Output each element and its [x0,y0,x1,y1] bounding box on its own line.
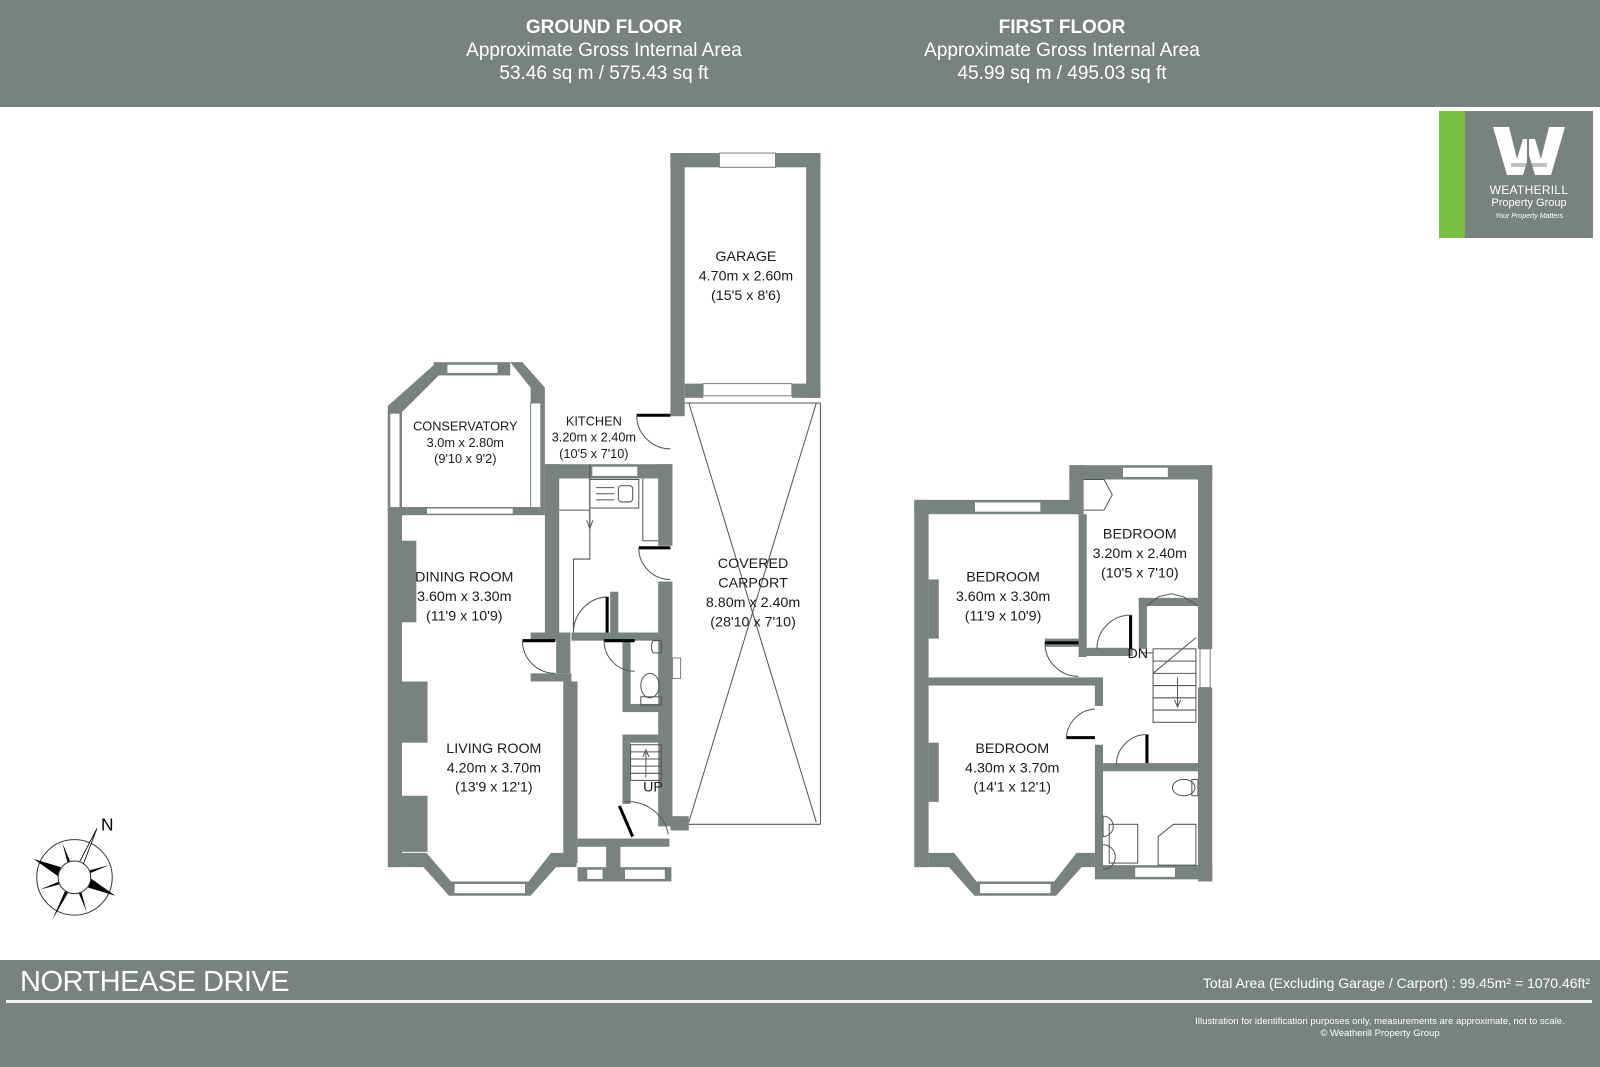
first-floor-labels: BEDROOM 3.20m x 2.40m (10'5 x 7'10) BEDR… [956,527,1187,796]
first-floor-summary: FIRST FLOOR Approximate Gross Internal A… [862,16,1262,85]
svg-text:3.60m x 3.30m: 3.60m x 3.30m [417,589,511,605]
bedroom-1-label: BEDROOM 4.30m x 3.70m (14'1 x 12'1) [965,741,1059,796]
first-floor-plan: BEDROOM 3.20m x 2.40m (10'5 x 7'10) BEDR… [914,465,1213,896]
svg-text:4.30m x 3.70m: 4.30m x 3.70m [965,760,1059,776]
svg-text:3.20m x 2.40m: 3.20m x 2.40m [1093,546,1187,562]
svg-text:(28'10 x 7'10): (28'10 x 7'10) [710,614,796,630]
svg-text:BEDROOM: BEDROOM [966,570,1040,586]
garage-walls [670,152,821,417]
svg-text:BEDROOM: BEDROOM [975,741,1049,757]
footer-band: NORTHEASE DRIVE Total Area (Excluding Ga… [0,960,1600,1067]
logo-w-skyline-icon [1493,127,1565,175]
stairs-down-label: DN [1127,646,1148,662]
ground-floor-area: 53.46 sq m / 575.43 sq ft [499,63,709,84]
svg-text:(9'10 x 9'2): (9'10 x 9'2) [434,451,496,466]
disclaimer: Illustration for identification purposes… [1170,1016,1590,1040]
footer-divider [6,1000,1592,1003]
svg-text:8.80m x 2.40m: 8.80m x 2.40m [706,595,800,611]
first-floor-doors [1044,614,1149,766]
bedroom-3-label: BEDROOM 3.20m x 2.40m (10'5 x 7'10) [1093,527,1187,582]
svg-text:CONSERVATORY: CONSERVATORY [413,419,518,434]
svg-text:4.20m x 3.70m: 4.20m x 3.70m [447,760,541,776]
ground-floor-summary: GROUND FLOOR Approximate Gross Internal … [404,16,804,85]
kitchen-label: KITCHEN 3.20m x 2.40m (10'5 x 7'10) [552,413,636,461]
dining-room-label: DINING ROOM 3.60m x 3.30m (11'9 x 10'9) [415,570,513,625]
ground-floor-fixtures [559,464,662,781]
svg-text:4.70m x 2.60m: 4.70m x 2.60m [699,269,793,285]
floor-plans: .w { fill: #78837f; } .ln { stroke: #555… [33,152,1213,921]
street-name: NORTHEASE DRIVE [20,966,290,998]
svg-text:GARAGE: GARAGE [715,249,776,265]
ground-floor-plan: GARAGE 4.70m x 2.60m (15'5 x 8'6) CONSER… [387,152,821,896]
logo-name: WEATHERILL [1489,183,1569,197]
svg-text:DINING ROOM: DINING ROOM [415,570,513,586]
ground-floor-title: GROUND FLOOR [525,17,683,38]
svg-text:(13'9 x 12'1): (13'9 x 12'1) [455,780,533,796]
header-band: GROUND FLOOR Approximate Gross Internal … [0,0,1600,107]
svg-text:3.60m x 3.30m: 3.60m x 3.30m [956,589,1050,605]
stairs-up-label: UP [643,780,663,796]
svg-text:(14'1 x 12'1): (14'1 x 12'1) [973,780,1051,796]
compass-rose-icon: N [33,814,116,921]
first-floor-title: FIRST FLOOR [998,17,1126,38]
garage-label: GARAGE 4.70m x 2.60m (15'5 x 8'6) [699,249,793,304]
compass-north-label: N [101,814,114,834]
svg-text:KITCHEN: KITCHEN [566,413,622,428]
logo-tagline: Your Property Matters [1494,213,1564,220]
first-floor-fixtures [1083,478,1199,870]
living-room-label: LIVING ROOM 4.20m x 3.70m (13'9 x 12'1) [446,741,541,796]
ground-floor-doors [521,413,671,838]
svg-text:LIVING ROOM: LIVING ROOM [446,741,541,757]
svg-text:(10'5 x 7'10): (10'5 x 7'10) [559,446,628,461]
weatherill-logo: WEATHERILL Property Group Your Property … [1439,111,1593,238]
total-area: Total Area (Excluding Garage / Carport) … [1202,975,1590,991]
bedroom-2-label: BEDROOM 3.60m x 3.30m (11'9 x 10'9) [956,570,1050,625]
first-floor-subtitle: Approximate Gross Internal Area [924,40,1200,61]
logo-accent-bar [1439,111,1465,238]
svg-text:3.20m x 2.40m: 3.20m x 2.40m [552,430,636,445]
svg-text:3.0m x 2.80m: 3.0m x 2.80m [427,435,504,450]
svg-text:(15'5 x 8'6): (15'5 x 8'6) [711,288,781,304]
svg-text:COVERED: COVERED [718,556,789,572]
first-floor-walls [914,465,1213,896]
logo-group: Property Group [1491,197,1567,209]
ground-floor-subtitle: Approximate Gross Internal Area [466,40,742,61]
svg-text:(10'5 x 7'10): (10'5 x 7'10) [1101,565,1179,581]
first-floor-area: 45.99 sq m / 495.03 sq ft [957,63,1167,84]
svg-text:BEDROOM: BEDROOM [1103,527,1177,543]
disclaimer-text: Illustration for identification purposes… [1195,1016,1565,1027]
copyright-text: © Weatherill Property Group [1320,1028,1440,1039]
carport [684,402,821,825]
conservatory-label: CONSERVATORY 3.0m x 2.80m (9'10 x 9'2) [413,419,518,467]
carport-label: COVERED CARPORT 8.80m x 2.40m (28'10 x 7… [706,556,800,630]
svg-text:(11'9 x 10'9): (11'9 x 10'9) [965,608,1042,624]
ground-floor-labels: GARAGE 4.70m x 2.60m (15'5 x 8'6) CONSER… [413,249,800,795]
svg-text:(11'9 x 10'9): (11'9 x 10'9) [426,608,503,624]
svg-text:CARPORT: CARPORT [718,576,788,592]
